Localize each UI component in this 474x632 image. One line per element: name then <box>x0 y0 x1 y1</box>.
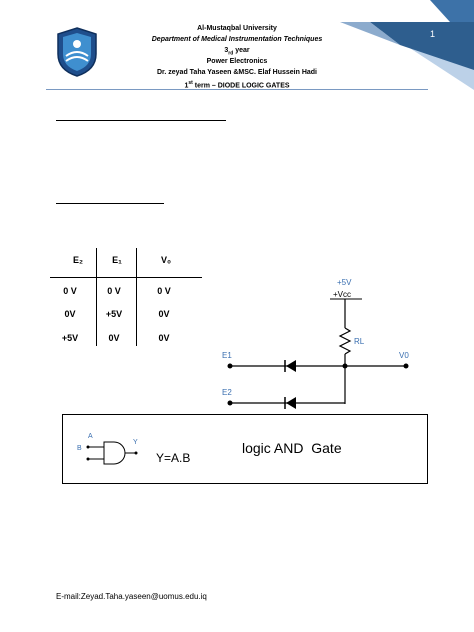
course-name: Power Electronics <box>206 58 268 65</box>
section-heading-line-1 <box>56 120 226 121</box>
year-line: 3rd year <box>0 45 474 59</box>
section-heading-line-2 <box>56 203 164 204</box>
department-name: Department of Medical Instrumentation Te… <box>0 34 474 45</box>
table-cell: +5V <box>105 309 123 319</box>
university-name: Al-Mustaqbal University <box>197 25 277 32</box>
table-cell: 0 V <box>157 286 171 296</box>
gate-equation: Y=A.B <box>156 451 191 465</box>
table-vline-1 <box>96 248 97 346</box>
gate-output-y-label: Y <box>133 439 138 446</box>
year-word: year <box>233 47 250 54</box>
table-hline <box>50 277 202 278</box>
year-suffix: rd <box>228 50 234 57</box>
table-cell: 0V <box>158 309 170 319</box>
table-vline-2 <box>136 248 137 346</box>
term-title: term – DIODE LOGIC GATES <box>192 82 290 90</box>
table-cell: 0V <box>64 309 76 319</box>
authors: Dr. zeyad Taha Yaseen &MSC. Elaf Hussein… <box>156 69 318 76</box>
supply-vcc-label: +Vcc <box>333 290 351 299</box>
term-line: 1st term – DIODE LOGIC GATES <box>0 78 474 91</box>
table-header-e1: E₁ <box>112 255 122 265</box>
university-logo-icon <box>57 27 97 77</box>
input-e1-label: E1 <box>222 351 232 360</box>
gate-input-a-label: A <box>88 433 93 440</box>
table-cell: +5V <box>61 333 79 343</box>
term-suffix: st <box>188 80 193 86</box>
and-gate-icon <box>103 441 126 465</box>
table-cell: 0V <box>108 333 120 343</box>
diode-and-circuit: +5V +Vcc RL E1 V0 E2 <box>222 278 409 409</box>
department-text: Department of Medical Instrumentation Te… <box>151 36 323 43</box>
supply-value-label: +5V <box>337 278 352 287</box>
table-cell: 0 V <box>63 286 77 296</box>
diode-2-icon <box>284 397 296 409</box>
input-e2-label: E2 <box>222 388 232 397</box>
table-header-e2: E₂ <box>72 255 83 265</box>
output-v0-terminal <box>403 363 409 369</box>
table-cell: 0 V <box>107 286 121 296</box>
diode-1-icon <box>284 360 296 372</box>
table-header-v0: V₀ <box>160 255 172 265</box>
output-v0-label: V0 <box>399 351 409 360</box>
resistor-icon <box>338 327 352 355</box>
header-rule <box>46 89 428 90</box>
page-number: 1 <box>430 29 436 39</box>
year-number: 3 <box>224 47 229 54</box>
gate-title: logic AND Gate <box>242 440 342 456</box>
resistor-label: RL <box>354 337 365 346</box>
term-number: 1 <box>184 82 189 90</box>
gate-input-b-label: B <box>77 445 82 452</box>
truth-table: E₂ E₁ V₀ 0 V 0 V 0 V 0V +5V 0V +5V 0V 0V <box>50 248 202 348</box>
table-cell: 0V <box>158 333 170 343</box>
footer-email: E-mail:Zeyad.Taha.yaseen@uomus.edu.iq <box>56 592 207 601</box>
and-gate-symbol: A B Y <box>77 433 138 465</box>
corner-decoration <box>340 0 474 90</box>
and-gate-box <box>62 414 428 484</box>
